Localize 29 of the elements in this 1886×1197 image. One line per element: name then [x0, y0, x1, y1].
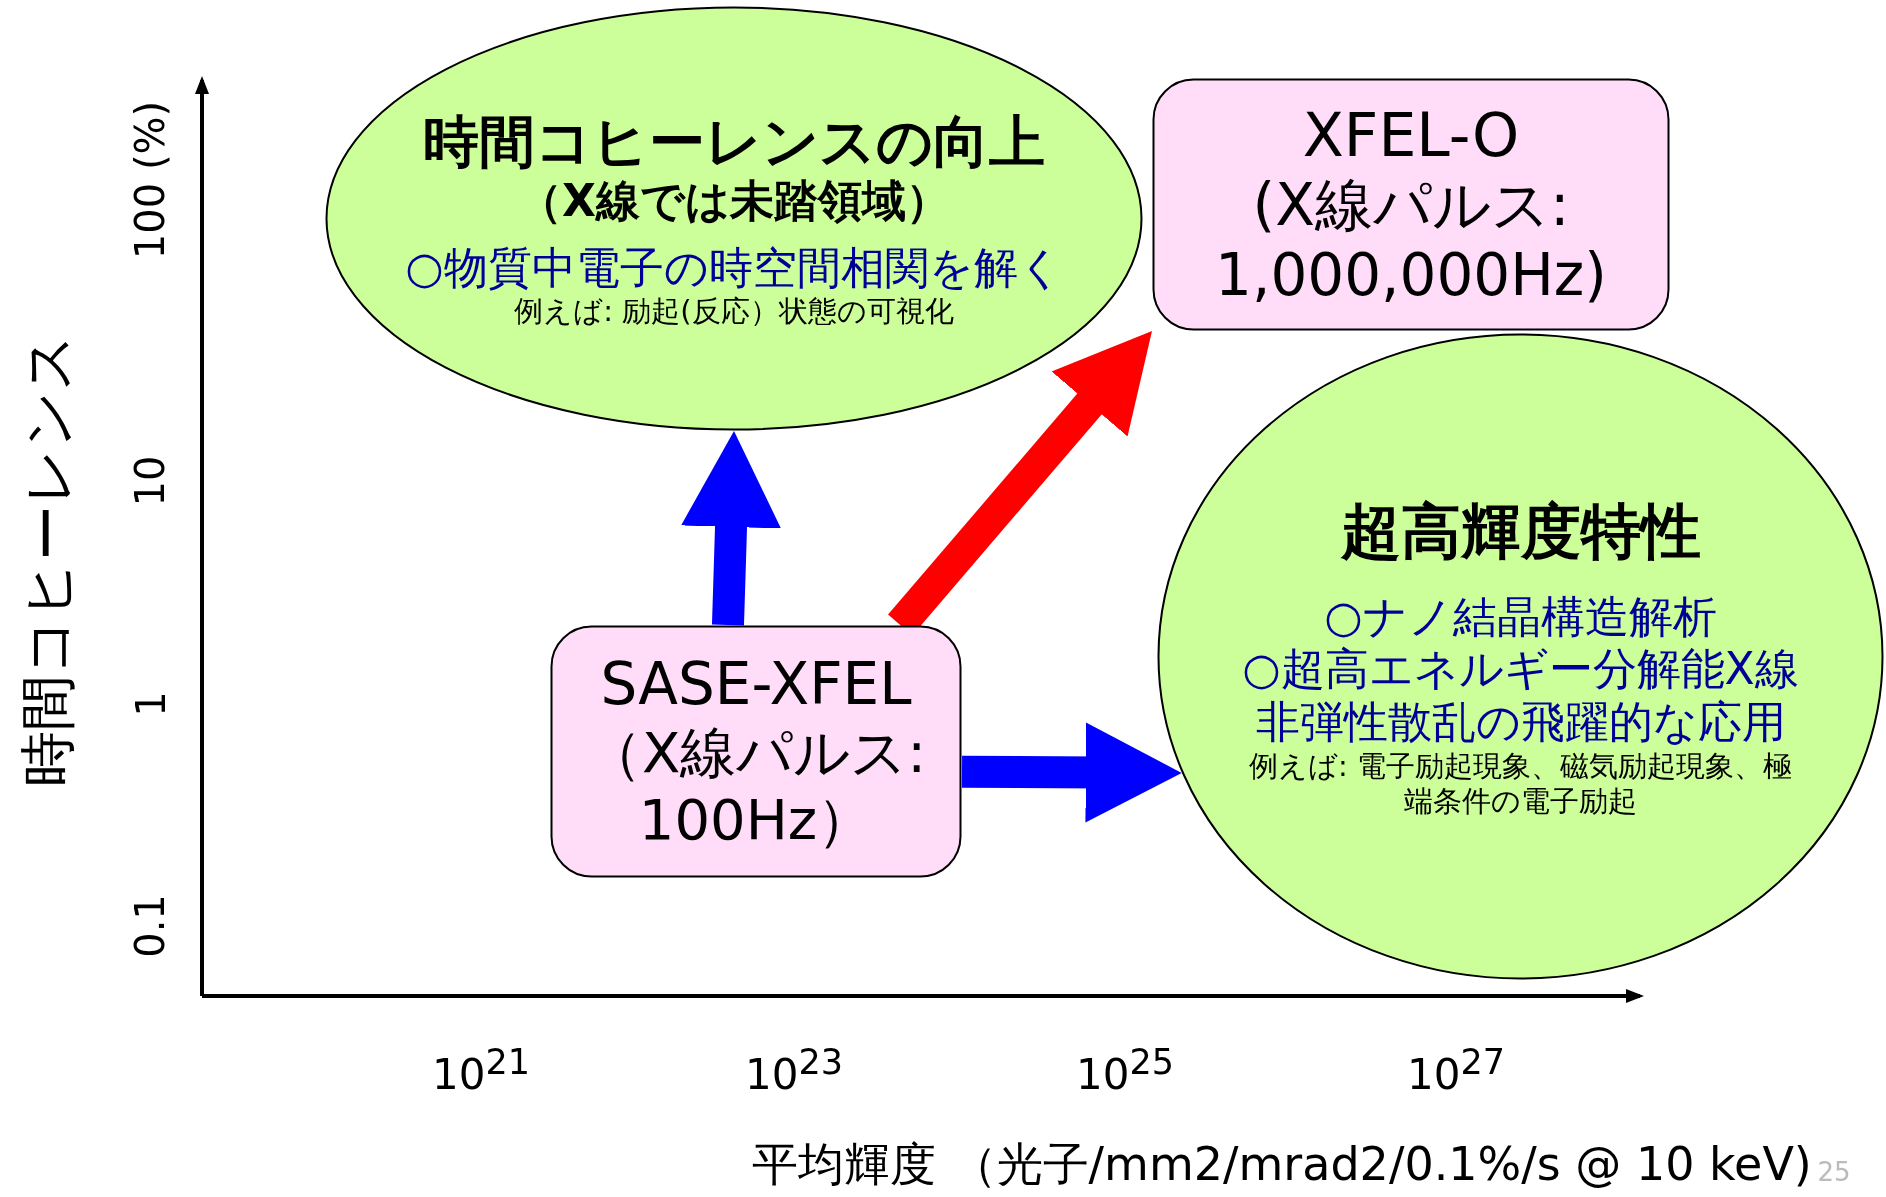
description-text: ○超高エネルギー分解能X線非弾性散乱の飛躍的な応用 — [1241, 643, 1800, 749]
page-number: 25 — [1817, 1157, 1851, 1187]
tick-label: 0.1 — [126, 894, 173, 958]
subtitle-text: （X線パルス: 100Hz） — [584, 719, 928, 854]
rounded-box — [550, 625, 962, 878]
heading-text: 超高輝度特性 — [1340, 494, 1701, 567]
block-arrow — [961, 722, 1182, 823]
description-text: ○ナノ結晶構造解析 — [1324, 590, 1717, 644]
tick-label: 10 — [126, 455, 173, 507]
circle-node — [1157, 333, 1884, 980]
heading-text: 時間コヒーレンスの向上 — [423, 107, 1045, 175]
tick-label: 10$^{25}$ — [1076, 1041, 1174, 1099]
tick-label: 10$^{23}$ — [745, 1041, 843, 1099]
ellipse-node — [325, 6, 1143, 431]
axis-title: 平均輝度 （光子/mm2/mrad2/0.1%/s @ 10 keV) — [752, 1136, 1812, 1193]
tick-label: 10$^{21}$ — [432, 1041, 530, 1099]
tick-label: 10$^{27}$ — [1407, 1041, 1505, 1099]
rounded-box — [1152, 78, 1670, 331]
example-text: 例えば: 電子励起現象、磁気励起現象、極端条件の電子励起 — [1248, 748, 1793, 819]
subheading-text: （X線では未踏領域） — [518, 174, 950, 228]
subtitle-text: (X線パルス: 1,000,000Hz) — [1214, 170, 1608, 311]
title-text: XFEL-O — [1302, 98, 1520, 171]
example-text: 例えば: 励起(反応）状態の可視化 — [514, 294, 954, 330]
description-text: ○物質中電子の時空間相関を解く — [405, 241, 1063, 295]
tick-label: 100 (%) — [127, 100, 174, 260]
block-arrow — [681, 431, 781, 626]
title-text: SASE-XFEL — [600, 649, 912, 720]
axis-title: 時間コヒーレンス — [13, 333, 80, 787]
tick-label: 1 — [127, 691, 174, 717]
